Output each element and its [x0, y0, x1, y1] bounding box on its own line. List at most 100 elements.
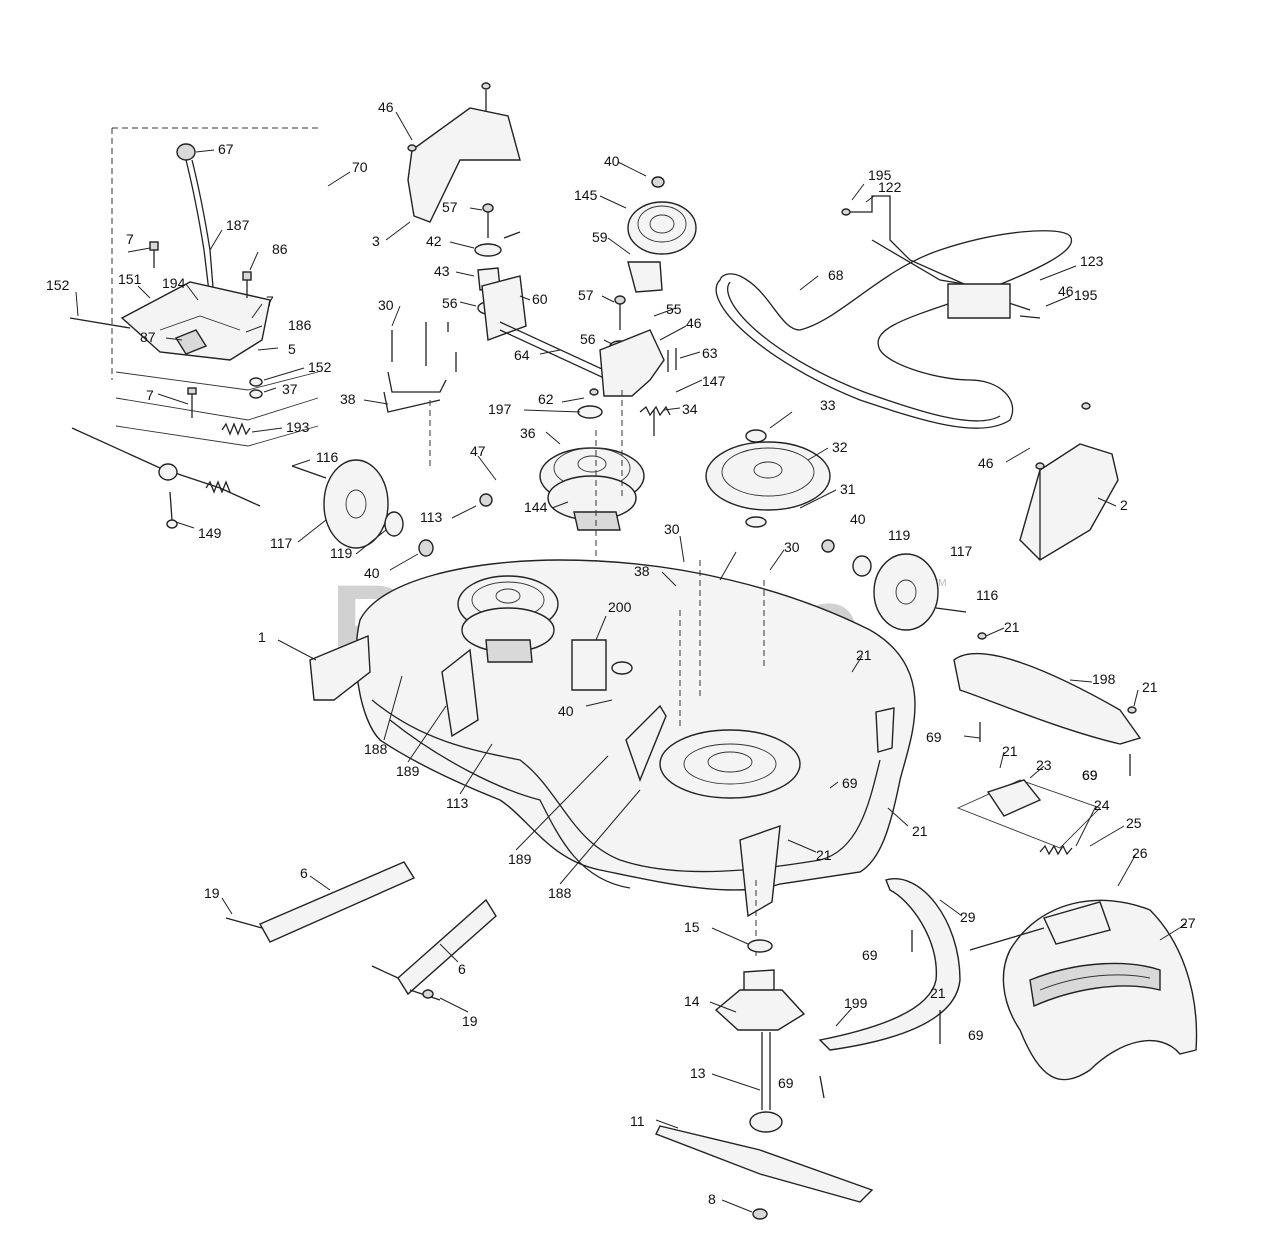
callout-label: 57 — [442, 199, 458, 215]
callout-label: 37 — [282, 381, 298, 397]
callout-label: 21 — [816, 847, 832, 863]
callout-label: 56 — [442, 295, 458, 311]
deflector-bracket-198 — [953, 632, 1142, 776]
callout-label: 117 — [270, 535, 293, 551]
callout-label: 21 — [1004, 619, 1020, 635]
callout-label: 42 — [426, 233, 442, 249]
callout-label: 19 — [462, 1013, 478, 1029]
callout-label: 117 — [950, 543, 973, 559]
callout-label: 186 — [288, 317, 312, 333]
callout-label: 11 — [630, 1113, 645, 1129]
callout-label: 67 — [218, 141, 234, 157]
mower-deck-housing — [309, 559, 916, 960]
callout-label: 199 — [844, 995, 868, 1011]
callout-label: 69 — [1082, 767, 1098, 783]
spring-bolt-set — [383, 322, 457, 470]
chute-latch-assembly — [956, 779, 1101, 856]
callout-label: 123 — [1080, 253, 1104, 269]
callout-label: 8 — [708, 1191, 716, 1207]
callout-label: 2 — [1120, 497, 1128, 513]
callout-label: 57 — [578, 287, 594, 303]
callout-label: 31 — [840, 481, 856, 497]
idler-pulley-145 — [627, 176, 697, 293]
callout-label: 200 — [608, 599, 632, 615]
callout-label: 69 — [778, 1075, 794, 1091]
callout-label: 29 — [960, 909, 976, 925]
callout-label: 14 — [684, 993, 700, 1009]
callout-label: 145 — [574, 187, 598, 203]
callout-label: 13 — [690, 1065, 706, 1081]
callout-label: 68 — [828, 267, 844, 283]
callout-label: 21 — [912, 823, 928, 839]
callout-label: 25 — [1126, 815, 1142, 831]
callout-label: 7 — [266, 293, 274, 309]
callout-label: 3 — [372, 233, 380, 249]
callout-label: 193 — [286, 419, 310, 435]
callout-label: 21 — [930, 985, 946, 1001]
callout-label: 152 — [46, 277, 70, 293]
callout-label: 23 — [1036, 757, 1052, 773]
callout-label: 36 — [520, 425, 536, 441]
callout-label: 32 — [832, 439, 848, 455]
drive-belt-68 — [715, 230, 1073, 429]
callout-label: 6 — [458, 961, 466, 977]
callout-label: 19 — [204, 885, 220, 901]
deck-hanger-brackets — [225, 861, 497, 1001]
callout-label: 144 — [524, 499, 548, 515]
callout-label: 198 — [1092, 671, 1116, 687]
discharge-chute-27 — [969, 899, 1198, 1081]
callout-label: 55 — [666, 301, 682, 317]
spindle-pulley-32 — [705, 429, 831, 528]
callout-label: 1 — [258, 629, 266, 645]
callout-label: 38 — [340, 391, 356, 407]
callout-label: 40 — [604, 153, 620, 169]
callout-label: 21 — [1142, 679, 1158, 695]
callout-label: 149 — [198, 525, 222, 541]
callout-label: 60 — [532, 291, 548, 307]
callout-label: 194 — [162, 275, 186, 291]
belt-guide-bracket — [841, 195, 1041, 319]
belt-shield-2 — [1019, 402, 1119, 561]
callout-label: 113 — [420, 509, 443, 525]
watermark-trademark: TM — [932, 578, 946, 589]
callout-label: 6 — [300, 865, 308, 881]
callout-label: 119 — [888, 527, 911, 543]
callout-label: 40 — [364, 565, 380, 581]
callout-label: 195 — [868, 167, 892, 183]
callout-label: 24 — [1094, 797, 1110, 813]
callout-label: 69 — [1082, 767, 1098, 783]
deck-spindle-pulley — [457, 575, 633, 691]
callout-label: 30 — [664, 521, 680, 537]
callout-label: 7 — [146, 387, 154, 403]
callout-label: 63 — [702, 345, 718, 361]
callout-label: 87 — [140, 329, 156, 345]
callout-label: 69 — [968, 1027, 984, 1043]
callout-label: 147 — [702, 373, 726, 389]
callout-label: 59 — [592, 229, 608, 245]
callout-label: 30 — [784, 539, 800, 555]
callout-label: 152 — [308, 359, 332, 375]
callout-label: 122 — [878, 179, 902, 195]
rear-guard-199 — [818, 878, 961, 1051]
gauge-wheel-left — [291, 459, 493, 557]
lift-lever-assembly — [69, 127, 322, 529]
callout-label: 56 — [580, 331, 596, 347]
callout-label: 187 — [226, 217, 250, 233]
callout-label: 27 — [1180, 915, 1196, 931]
callout-label: 5 — [288, 341, 296, 357]
callout-label: 46 — [378, 99, 394, 115]
spindle-assembly — [655, 939, 874, 1220]
callout-label: 38 — [634, 563, 650, 579]
callout-label: 116 — [316, 449, 339, 465]
callout-label: 69 — [842, 775, 858, 791]
gauge-wheel-right — [821, 539, 967, 631]
callout-label: 62 — [538, 391, 554, 407]
callout-label: 69 — [862, 947, 878, 963]
callout-label: 43 — [434, 263, 450, 279]
callout-label: 70 — [352, 159, 368, 175]
callout-label: 15 — [684, 919, 700, 935]
callout-label: 26 — [1132, 845, 1148, 861]
callout-label: 151 — [118, 271, 142, 287]
callout-label: 188 — [548, 885, 572, 901]
